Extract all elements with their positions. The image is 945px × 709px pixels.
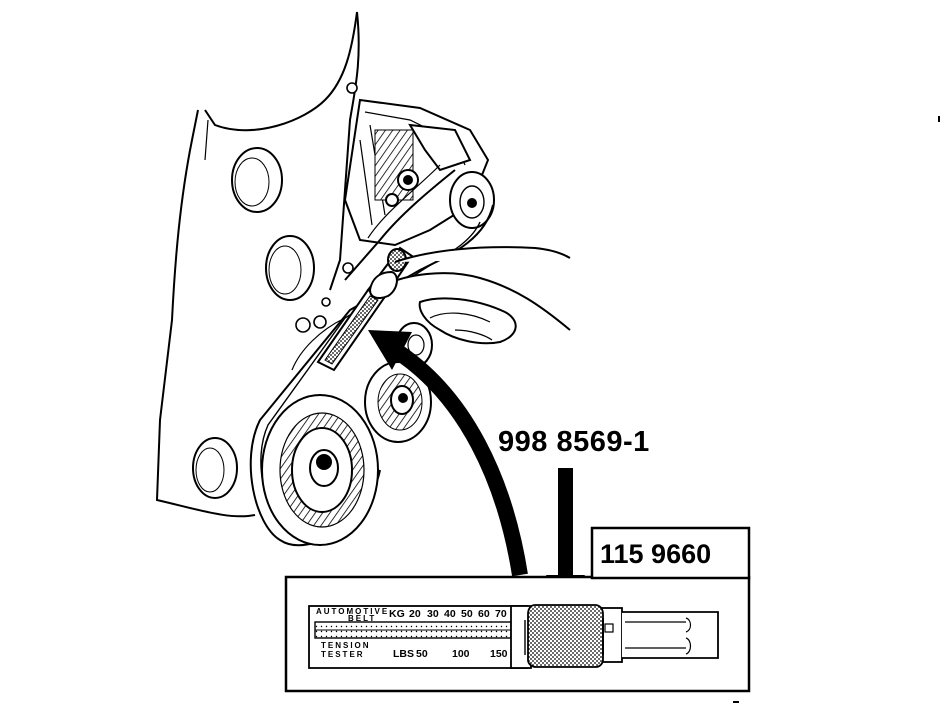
scale-unit-kg: KG	[389, 608, 405, 620]
scale-tick-kg-20: 20	[409, 608, 421, 620]
scale-tick-lbs-50: 50	[416, 648, 428, 660]
engine-block	[155, 11, 360, 518]
block-holes	[192, 147, 315, 499]
scale-tick-lbs-100: 100	[452, 648, 470, 660]
tool-number-label: 998 8569-1	[498, 426, 650, 458]
scale-tick-kg-60: 60	[478, 608, 490, 620]
callout-arrow-curved	[368, 330, 528, 577]
alternator	[343, 98, 495, 247]
scale-tick-kg-40: 40	[444, 608, 456, 620]
scale-label-belt: BELT	[348, 614, 376, 623]
scale-tick-kg-30: 30	[427, 608, 439, 620]
hand	[368, 246, 571, 345]
idler-pulley	[364, 322, 433, 443]
scale-label-tension: TENSION	[321, 641, 371, 650]
scale-tick-kg-70: 70	[495, 608, 507, 620]
scan-specks	[733, 116, 940, 703]
scale-label-automotive: AUTOMOTIVE	[316, 607, 389, 616]
crank-pulley	[261, 394, 379, 546]
belt-tension-tester	[308, 605, 719, 669]
scale-tick-lbs-150: 150	[490, 648, 508, 660]
scale-label-tester: TESTER	[321, 650, 365, 659]
scale-unit-lbs: LBS	[393, 648, 414, 660]
scale-tick-kg-50: 50	[461, 608, 473, 620]
block-bolts	[295, 82, 358, 333]
gauge-number-label: 115 9660	[600, 539, 711, 569]
tester-slider	[527, 604, 604, 668]
